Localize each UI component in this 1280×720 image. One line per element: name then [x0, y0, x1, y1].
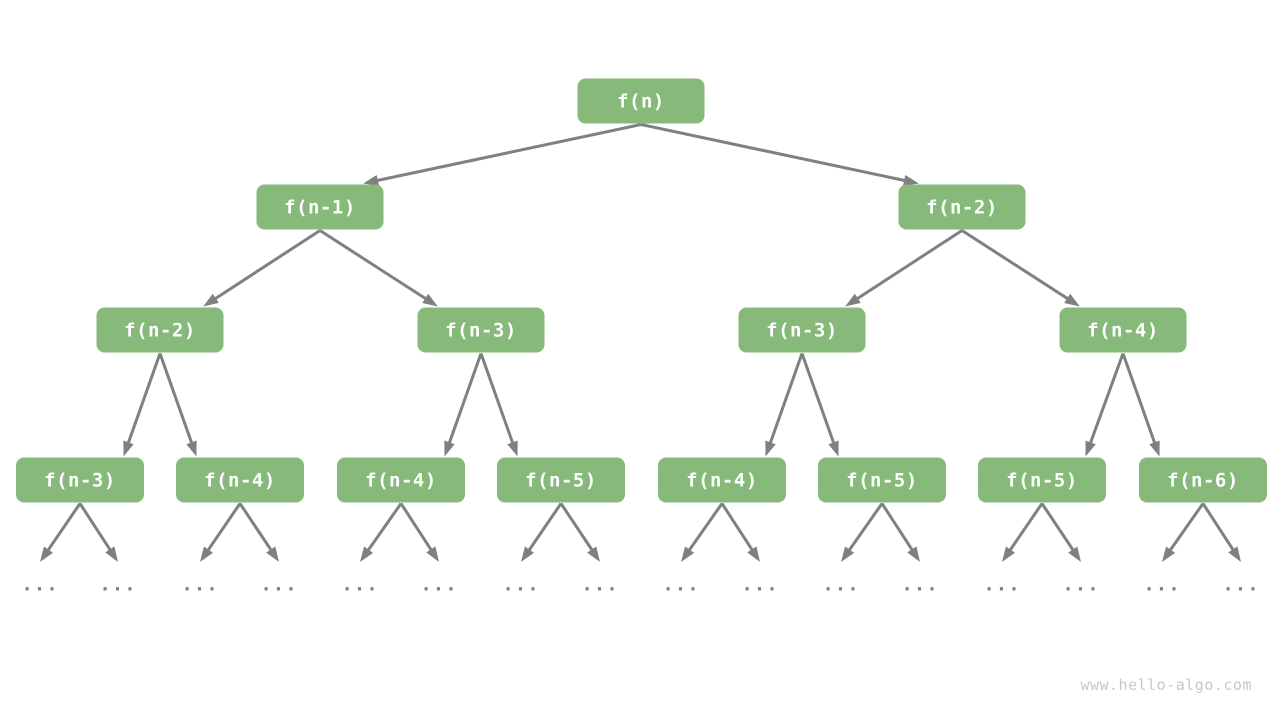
ellipsis-label: ... — [99, 574, 136, 596]
tree-node: f(n-4) — [658, 457, 786, 503]
ellipsis-label: ... — [1062, 574, 1099, 596]
edge-n0-to-n1 — [363, 123, 642, 186]
ellipsis-arrow-4 — [360, 502, 403, 562]
tree-node: f(n-1) — [256, 184, 384, 230]
tree-node: f(n-3) — [417, 307, 545, 353]
ellipsis-arrow-13 — [1040, 502, 1081, 562]
node-box — [577, 78, 705, 124]
tree-node: f(n-6) — [1139, 457, 1267, 503]
node-box — [256, 184, 384, 230]
tree-node: f(n-5) — [818, 457, 946, 503]
edge-n2-to-n5 — [845, 229, 963, 307]
node-box — [16, 457, 144, 503]
ellipsis-label: ... — [181, 574, 218, 596]
node-label: f(n-4) — [686, 470, 758, 492]
ellipsis-label: ... — [1143, 574, 1180, 596]
node-label: f(n-5) — [525, 470, 597, 492]
node-label: f(n-4) — [1087, 320, 1159, 342]
ellipsis-label: ... — [420, 574, 457, 596]
tree-node: f(n-3) — [16, 457, 144, 503]
tree-node: f(n-4) — [1059, 307, 1187, 353]
ellipsis-arrow-14 — [1162, 502, 1205, 562]
ellipsis-label: ... — [341, 574, 378, 596]
tree-node: f(n-5) — [978, 457, 1106, 503]
ellipsis-arrow-3 — [238, 502, 279, 562]
node-label: f(n-5) — [846, 470, 918, 492]
node-box — [176, 457, 304, 503]
node-box — [1059, 307, 1187, 353]
edge-n1-to-n4 — [319, 229, 438, 307]
node-label: f(n-3) — [445, 320, 517, 342]
node-label: f(n-2) — [124, 320, 196, 342]
tree-node: f(n-4) — [337, 457, 465, 503]
node-box — [1139, 457, 1267, 503]
ellipsis-label: ... — [662, 574, 699, 596]
ellipsis-arrow-12 — [1002, 502, 1044, 562]
node-box — [658, 457, 786, 503]
node-label: f(n-3) — [766, 320, 838, 342]
edge-n2-to-n6 — [961, 229, 1080, 307]
ellipsis-label: ... — [581, 574, 618, 596]
ellipsis-label: ... — [741, 574, 778, 596]
ellipsis-arrow-0 — [40, 502, 82, 562]
node-box — [96, 307, 224, 353]
ellipsis-arrows-layer — [40, 502, 1241, 562]
edge-n1-to-n3 — [203, 229, 321, 307]
node-box — [417, 307, 545, 353]
node-box — [898, 184, 1026, 230]
node-box — [497, 457, 625, 503]
edge-n6-to-n14 — [1121, 352, 1160, 457]
ellipsis-arrow-9 — [720, 502, 760, 562]
ellipsis-arrow-11 — [880, 502, 920, 562]
edge-n5-to-n11 — [765, 352, 804, 457]
watermark: www.hello-algo.com — [1080, 676, 1252, 694]
edge-n4-to-n9 — [444, 352, 483, 457]
ellipsis-arrow-6 — [521, 502, 563, 562]
ellipsis-arrow-8 — [681, 502, 724, 562]
node-box — [818, 457, 946, 503]
edges-layer — [123, 123, 1160, 457]
node-label: f(n-5) — [1006, 470, 1078, 492]
node-label: f(n-2) — [926, 197, 998, 219]
ellipsis-arrow-7 — [559, 502, 600, 562]
ellipsis-label: ... — [822, 574, 859, 596]
ellipsis-arrow-15 — [1201, 502, 1241, 562]
node-label: f(n-3) — [44, 470, 116, 492]
node-label: f(n-6) — [1167, 470, 1239, 492]
edge-n0-to-n2 — [640, 123, 919, 186]
ellipsis-label: ... — [901, 574, 938, 596]
ellipsis-row: ........................................… — [21, 574, 1259, 596]
tree-node: f(n-4) — [176, 457, 304, 503]
ellipsis-arrow-5 — [399, 502, 439, 562]
ellipsis-label: ... — [983, 574, 1020, 596]
node-label: f(n-4) — [365, 470, 437, 492]
ellipsis-arrow-2 — [200, 502, 242, 562]
node-box — [337, 457, 465, 503]
edge-n4-to-n10 — [479, 352, 518, 457]
edge-n6-to-n13 — [1085, 352, 1125, 457]
ellipsis-arrow-1 — [78, 502, 118, 562]
tree-node: f(n-2) — [898, 184, 1026, 230]
node-label: f(n-4) — [204, 470, 276, 492]
node-box — [738, 307, 866, 353]
ellipsis-label: ... — [260, 574, 297, 596]
nodes-layer: f(n) f(n-1) f(n-2) f(n-2) f(n-3) f(n-3) f(n-4)… — [16, 78, 1267, 503]
edge-n5-to-n12 — [800, 352, 839, 457]
ellipsis-label: ... — [1222, 574, 1259, 596]
ellipsis-label: ... — [502, 574, 539, 596]
tree-node: f(n) — [577, 78, 705, 124]
tree-node: f(n-5) — [497, 457, 625, 503]
edge-n3-to-n8 — [158, 352, 197, 457]
ellipsis-label: ... — [21, 574, 58, 596]
edge-n3-to-n7 — [123, 352, 162, 457]
node-label: f(n-1) — [284, 197, 356, 219]
tree-node: f(n-2) — [96, 307, 224, 353]
ellipsis-arrow-10 — [841, 502, 884, 562]
node-label: f(n) — [617, 91, 665, 113]
node-box — [978, 457, 1106, 503]
tree-node: f(n-3) — [738, 307, 866, 353]
